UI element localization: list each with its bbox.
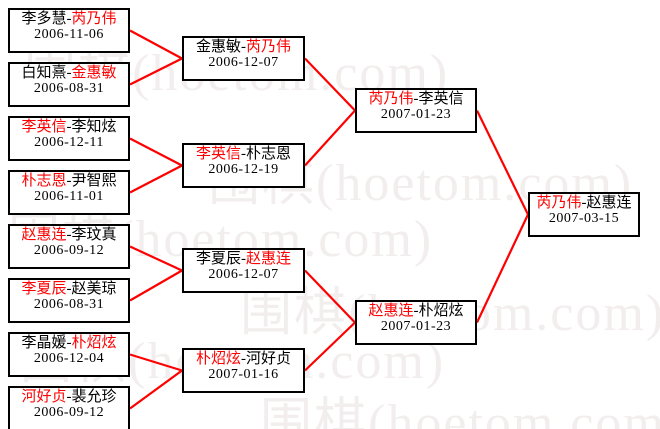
- player-separator: -: [66, 11, 72, 27]
- player-left: 李英信: [195, 146, 241, 162]
- match-players: 芮乃伟-赵惠连: [530, 196, 638, 211]
- player-separator: -: [413, 91, 419, 107]
- match-date: 2006-11-06: [34, 27, 104, 42]
- match-date: 2006-12-07: [208, 55, 279, 70]
- player-left: 河好贞: [21, 389, 67, 405]
- match-players: 金惠敏-芮乃伟: [184, 40, 303, 55]
- player-separator: -: [581, 195, 587, 211]
- match-players: 白知熹-金惠敏: [10, 66, 128, 81]
- player-left: 李夏辰: [21, 281, 67, 297]
- player-separator: -: [241, 351, 246, 367]
- player-left: 赵惠连: [21, 227, 67, 243]
- player-separator: -: [66, 335, 72, 351]
- match-players: 李多慧-芮乃伟: [10, 12, 128, 27]
- player-left: 金惠敏: [195, 39, 241, 55]
- match-date: 2006-12-04: [33, 351, 105, 366]
- player-separator: -: [241, 251, 246, 267]
- match-players: 朴志恩-尹智熙: [10, 174, 128, 189]
- player-separator: -: [66, 227, 72, 243]
- player-right: 赵惠连: [246, 251, 292, 267]
- player-right: 芮乃伟: [246, 39, 292, 55]
- player-right: 朴炤炫: [71, 335, 117, 351]
- player-right: 河好贞: [246, 351, 292, 367]
- match-players: 赵惠连-李玟真: [10, 228, 128, 243]
- player-left: 芮乃伟: [368, 91, 414, 107]
- match-date: 2006-12-07: [208, 267, 279, 282]
- player-right: 尹智熙: [71, 173, 117, 189]
- player-separator: -: [66, 65, 72, 81]
- match-players: 李夏辰-赵惠连: [184, 252, 303, 267]
- match-players: 河好贞-裴允珍: [10, 390, 128, 405]
- match-date: 2006-09-12: [33, 243, 105, 258]
- match-date: 2007-01-23: [380, 319, 452, 334]
- player-left: 李英信: [21, 119, 67, 135]
- player-right: 芮乃伟: [71, 11, 117, 27]
- player-separator: -: [66, 389, 72, 405]
- match-players: 李英信-李知炫: [10, 120, 128, 135]
- player-left: 朴志恩: [21, 173, 67, 189]
- match-date: 2007-03-15: [548, 211, 620, 226]
- watermark-text: 围棋(hoetom.com): [260, 395, 660, 429]
- match-players: 赵惠连-朴炤炫: [357, 304, 475, 319]
- match-date: 2006-08-31: [33, 297, 105, 312]
- player-left: 李夏辰: [195, 251, 241, 267]
- player-separator: -: [241, 146, 246, 162]
- match-date: 2006-12-19: [208, 162, 279, 177]
- match-players: 李晶媛-朴炤炫: [10, 336, 128, 351]
- match-date: 2007-01-23: [380, 107, 452, 122]
- match-players: 李夏辰-赵美琼: [10, 282, 128, 297]
- player-right: 裴允珍: [71, 389, 117, 405]
- player-left: 芮乃伟: [536, 195, 582, 211]
- player-right: 李英信: [418, 91, 464, 107]
- player-left: 李多慧: [21, 11, 67, 27]
- match-date: 2007-01-16: [208, 367, 279, 382]
- player-separator: -: [66, 173, 72, 189]
- player-right: 金惠敏: [71, 65, 117, 81]
- player-left: 朴炤炫: [195, 351, 241, 367]
- player-left: 李晶媛: [21, 335, 67, 351]
- match-date: 2006-11-01: [34, 189, 104, 204]
- match-date: 2006-08-31: [33, 81, 105, 96]
- player-left: 赵惠连: [368, 303, 414, 319]
- player-separator: -: [66, 281, 72, 297]
- match-players: 李英信-朴志恩: [184, 147, 303, 162]
- player-separator: -: [413, 303, 419, 319]
- player-right: 李知炫: [71, 119, 117, 135]
- player-right: 李玟真: [71, 227, 117, 243]
- match-players: 芮乃伟-李英信: [357, 92, 475, 107]
- match-date: 2006-12-11: [34, 135, 104, 150]
- player-left: 白知熹: [21, 65, 67, 81]
- match-players: 朴炤炫-河好贞: [184, 352, 303, 367]
- player-separator: -: [66, 119, 72, 135]
- player-right: 朴炤炫: [418, 303, 464, 319]
- match-date: 2006-09-12: [33, 405, 105, 420]
- player-right: 赵美琼: [71, 281, 117, 297]
- player-separator: -: [241, 39, 246, 55]
- player-right: 赵惠连: [586, 195, 632, 211]
- player-right: 朴志恩: [246, 146, 292, 162]
